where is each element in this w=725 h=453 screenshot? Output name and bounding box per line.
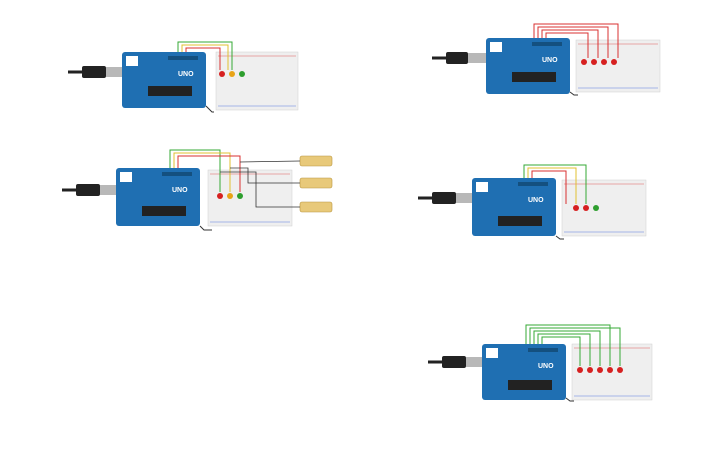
resistor-2 bbox=[299, 177, 333, 189]
circuit-1[interactable]: UNO bbox=[68, 40, 299, 115]
circuit-3[interactable]: UNO bbox=[62, 148, 342, 233]
board-brand-label: UNO bbox=[178, 71, 194, 78]
board-brand-label: UNO bbox=[172, 187, 188, 194]
usb-cable bbox=[428, 356, 484, 368]
usb-cable bbox=[62, 184, 118, 196]
led-red-4 bbox=[607, 367, 613, 373]
resistor-3 bbox=[299, 201, 333, 213]
usb-cable bbox=[68, 66, 124, 78]
board-brand-label: UNO bbox=[528, 197, 544, 204]
board-brand-label: UNO bbox=[538, 363, 554, 370]
board-brand-label: UNO bbox=[542, 57, 558, 64]
jumper-wires bbox=[169, 149, 301, 231]
jumper-wires bbox=[525, 324, 621, 402]
led-row bbox=[581, 59, 617, 65]
usb-cable bbox=[418, 192, 474, 204]
led-red-3 bbox=[601, 59, 607, 65]
led-red-2 bbox=[587, 367, 593, 373]
jumper-wires bbox=[177, 41, 233, 113]
arduino-board[interactable]: UNO bbox=[486, 38, 570, 94]
resistors bbox=[299, 155, 333, 213]
led-red-1 bbox=[577, 367, 583, 373]
led-red-1 bbox=[581, 59, 587, 65]
jumper-wires bbox=[533, 23, 619, 96]
led-green bbox=[237, 193, 243, 199]
resistor-1 bbox=[299, 155, 333, 167]
led-red-1 bbox=[573, 205, 579, 211]
arduino-board[interactable]: UNO bbox=[122, 52, 206, 108]
led-red-5 bbox=[617, 367, 623, 373]
led-red bbox=[217, 193, 223, 199]
led-red-4 bbox=[611, 59, 617, 65]
led-green bbox=[239, 71, 245, 77]
arduino-board[interactable]: UNO bbox=[482, 344, 566, 400]
led-red-2 bbox=[583, 205, 589, 211]
led-row bbox=[577, 367, 623, 373]
arduino-board[interactable]: UNO bbox=[472, 178, 556, 236]
jumper-wires bbox=[523, 164, 587, 240]
led-row bbox=[219, 71, 245, 77]
led-green bbox=[593, 205, 599, 211]
led-row bbox=[573, 205, 599, 211]
breadboard[interactable] bbox=[215, 51, 299, 111]
circuit-4[interactable]: UNO bbox=[418, 162, 648, 242]
circuit-5[interactable]: UNO bbox=[428, 322, 658, 404]
led-yellow bbox=[229, 71, 235, 77]
led-row bbox=[217, 193, 243, 199]
arduino-board[interactable]: UNO bbox=[116, 168, 200, 226]
led-red bbox=[219, 71, 225, 77]
usb-cable bbox=[432, 52, 486, 64]
led-red-2 bbox=[591, 59, 597, 65]
led-red-3 bbox=[597, 367, 603, 373]
led-yellow bbox=[227, 193, 233, 199]
circuit-2[interactable]: UNO bbox=[432, 22, 662, 97]
